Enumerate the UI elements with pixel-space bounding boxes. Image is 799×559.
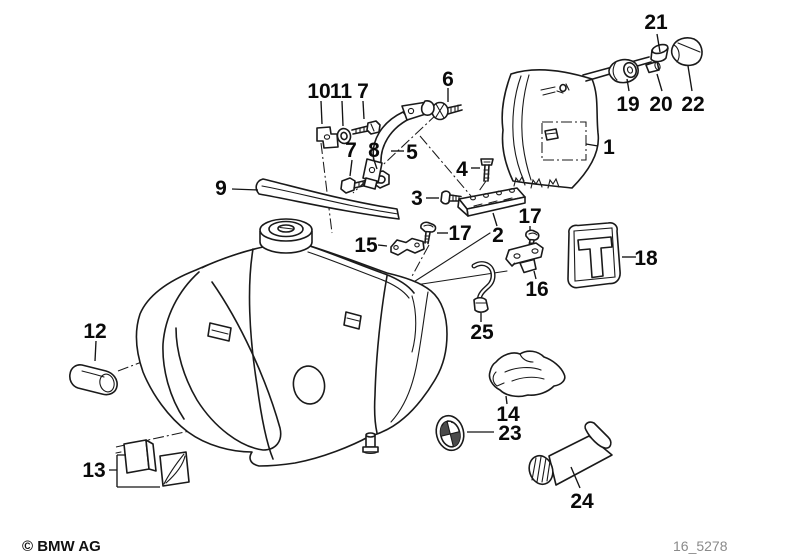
part-21-bushing [650,43,669,63]
part-9-trim-strip [255,178,400,220]
callout-23: 23 [498,422,521,445]
callout-25: 25 [470,321,494,344]
callout-14: 14 [496,403,520,426]
part-1-cover [501,69,600,189]
callout-17-left: 17 [448,222,471,245]
callout-2: 2 [492,224,504,247]
part-24-tube [528,421,613,486]
callout-16: 16 [525,278,548,301]
part-10-clamp [316,126,339,149]
emblem-hole [292,365,326,405]
part-12-sleeve [69,364,118,396]
part-6-screw [431,101,463,121]
part-14-support [488,350,566,398]
callout-22: 22 [681,93,704,116]
callout-11: 11 [330,80,353,103]
callout-18: 18 [634,247,658,270]
part-23-emblem [435,414,465,452]
part-17-screw-left [420,221,437,245]
callout-3: 3 [411,187,423,210]
callout-19: 19 [616,93,639,116]
part-5-strap [362,100,435,190]
callout-9: 9 [215,177,227,200]
callout-13: 13 [82,459,105,482]
part-16-bracket [505,242,544,274]
part-2-bracket [457,187,526,217]
part-19-fitting [608,58,639,84]
parts-19-22-rod [582,37,703,84]
callout-7-mid: 7 [345,139,357,162]
diagram-code: 16_5278 [673,538,728,554]
callout-8: 8 [368,139,380,162]
callout-7-top: 7 [357,80,369,103]
callout-6: 6 [442,68,454,91]
part-7-screw-top [351,120,381,135]
copyright-text: © BMW AG [22,538,101,555]
callout-15: 15 [354,234,378,257]
callout-10: 10 [307,80,330,103]
part-18-damper [567,222,621,289]
callout-20: 20 [649,93,672,116]
callout-5: 5 [406,141,418,164]
part-13-pads [115,439,190,487]
callout-1: 1 [603,136,615,159]
callout-21: 21 [644,11,668,34]
fuel-tank-drawing [135,218,448,467]
callout-12: 12 [83,320,106,343]
callout-4: 4 [456,158,468,181]
leader-lines [94,33,693,489]
callout-labels: 1 2 3 4 5 6 7 7 8 9 10 11 12 13 14 15 16… [82,11,704,513]
part-11-washer [336,127,352,145]
part-25-wire [471,261,496,313]
filler-cap [259,218,313,254]
part-4-screw [480,158,494,182]
callout-17-right: 17 [518,205,541,228]
part-15-bracket [390,237,425,256]
fuel-outlet [362,432,379,455]
callout-24: 24 [570,490,594,513]
part-22-knob [670,37,703,67]
